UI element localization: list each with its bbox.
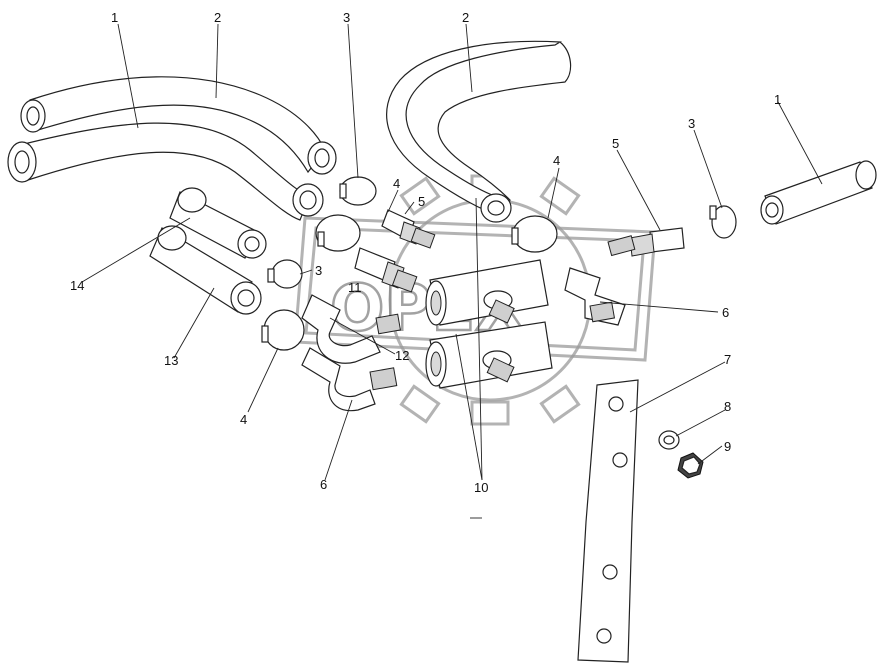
tee-part-10-lower [425,321,553,389]
callout-7: 7 [724,352,731,367]
callout-12: 12 [395,348,409,363]
clamp-part-3-middle [267,259,303,289]
hose-part-1-right [760,160,877,225]
callout-2-center: 2 [462,10,469,25]
hose-part-13 [149,225,262,315]
fitting-part-5-left [381,209,436,249]
callout-3-middle: 3 [315,263,322,278]
callout-4-center: 4 [553,153,560,168]
callout-5-right: 5 [612,136,619,151]
nut-part-9 [677,452,704,479]
callout-11: 11 [348,280,362,295]
clamp-part-3-right [709,205,737,239]
callout-14: 14 [70,278,84,293]
washer-part-8 [658,430,680,450]
callout-labels: 1 2 3 2 1 3 4 5 4 5 3 11 14 13 12 6 7 8 … [70,10,781,495]
callout-10: 10 [474,480,488,495]
callout-6-left: 6 [320,477,327,492]
fitting-part-11 [354,247,418,293]
bracket-part-7 [577,379,639,663]
callout-3-upper: 3 [343,10,350,25]
callout-4-lower: 4 [240,412,247,427]
callout-9: 9 [724,439,731,454]
callout-1-right: 1 [774,92,781,107]
hose-part-2-center [386,40,572,223]
clamp-part-3-upper [339,176,377,206]
hose-part-2-left [20,76,337,175]
elbow-part-12 [301,294,402,364]
clamp-part-4-center [511,215,558,253]
fitting-part-5-right [607,227,685,257]
tee-part-10-upper [425,259,549,326]
callout-8: 8 [724,399,731,414]
callout-3-right: 3 [688,116,695,131]
clamp-part-4-lower [261,309,305,351]
hose-part-1-left [7,122,324,221]
callout-2-left: 2 [214,10,221,25]
callout-13: 13 [164,353,178,368]
elbow-part-6-right [564,267,626,326]
callout-1-left: 1 [111,10,118,25]
callout-5-left: 5 [418,194,425,209]
callout-4-upper: 4 [393,176,400,191]
elbow-part-6-left [301,347,398,412]
leader-lines [81,23,823,519]
hose-part-14 [169,187,267,259]
clamp-part-4-upper [315,214,361,252]
callout-6-right: 6 [722,305,729,320]
